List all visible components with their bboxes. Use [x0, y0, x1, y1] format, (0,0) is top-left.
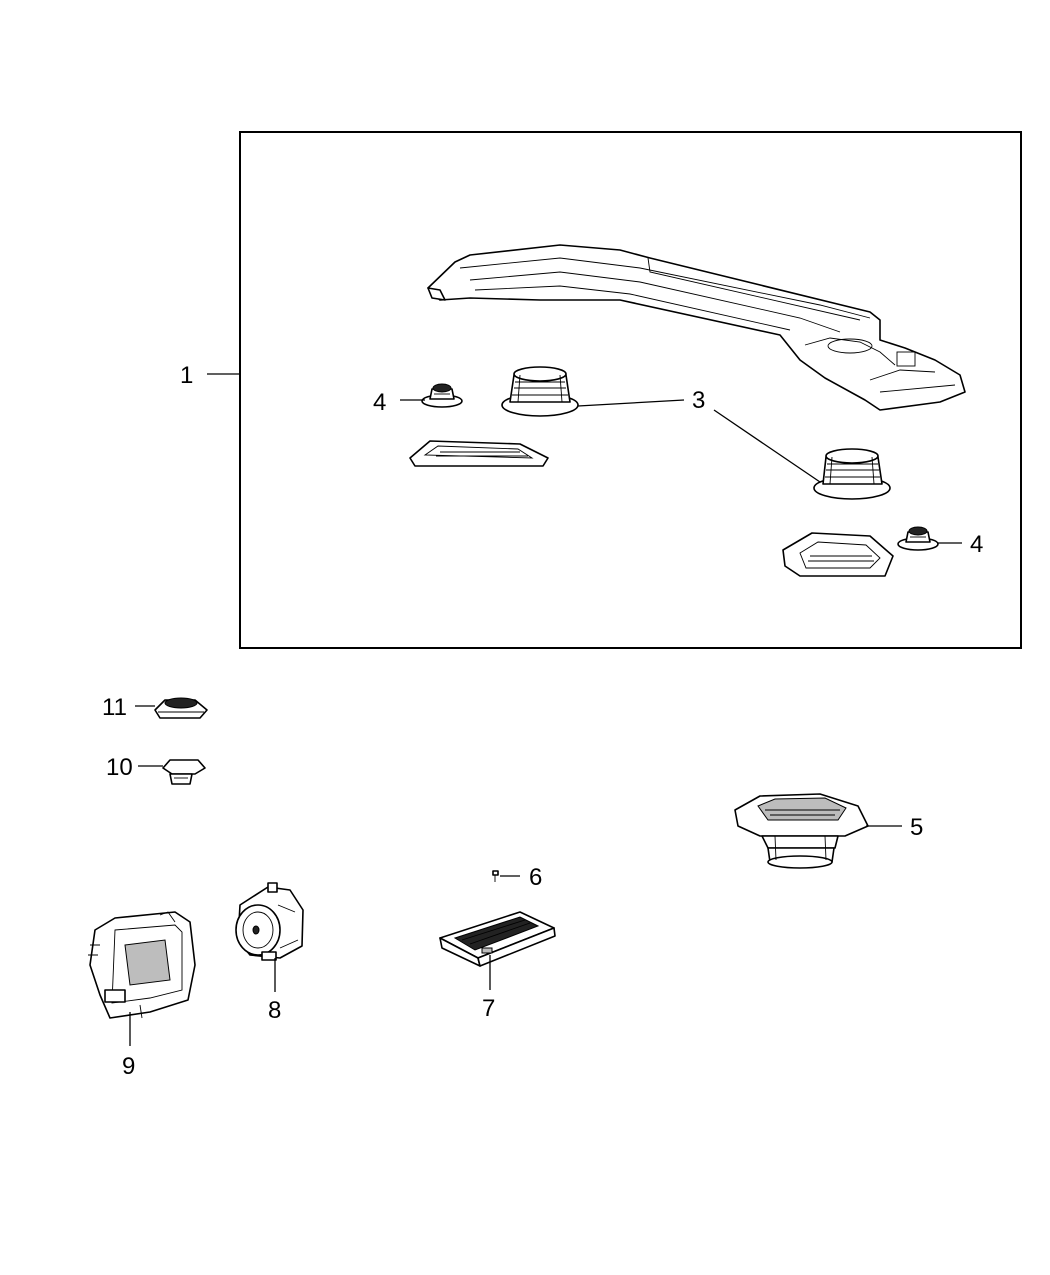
- callout-6: 6: [529, 864, 542, 891]
- callout-8: 8: [268, 997, 281, 1024]
- kit-frame: [239, 131, 1022, 649]
- callout-7: 7: [482, 995, 495, 1022]
- callout-10: 10: [106, 754, 133, 781]
- package-tray-enclosure: [427, 244, 966, 411]
- leader-3b: [713, 409, 821, 483]
- callout-11: 11: [102, 694, 127, 721]
- coaxial-speaker-3b: [813, 448, 891, 500]
- speaker-grille-lower: [782, 532, 894, 577]
- coaxial-speaker-3a: [501, 366, 579, 417]
- leader-3a: [577, 399, 685, 407]
- oval-speaker-5: [734, 793, 869, 869]
- woofer-speaker-8: [235, 882, 304, 961]
- callout-1: 1: [180, 362, 193, 389]
- callout-3: 3: [692, 387, 705, 414]
- speaker-grille-upper: [409, 440, 549, 467]
- callout-5: 5: [910, 814, 923, 841]
- amplifier-7: [439, 911, 556, 967]
- tweeter-cover-11: [154, 697, 208, 719]
- screw-6: [492, 870, 499, 882]
- tweeter-speaker-4b: [897, 526, 939, 551]
- subwoofer-enclosure-9: [88, 911, 196, 1019]
- callout-4b: 4: [970, 531, 983, 558]
- callout-4a: 4: [373, 389, 386, 416]
- tweeter-speaker-4a: [421, 383, 463, 408]
- tweeter-10: [162, 759, 206, 785]
- callout-9: 9: [122, 1053, 135, 1080]
